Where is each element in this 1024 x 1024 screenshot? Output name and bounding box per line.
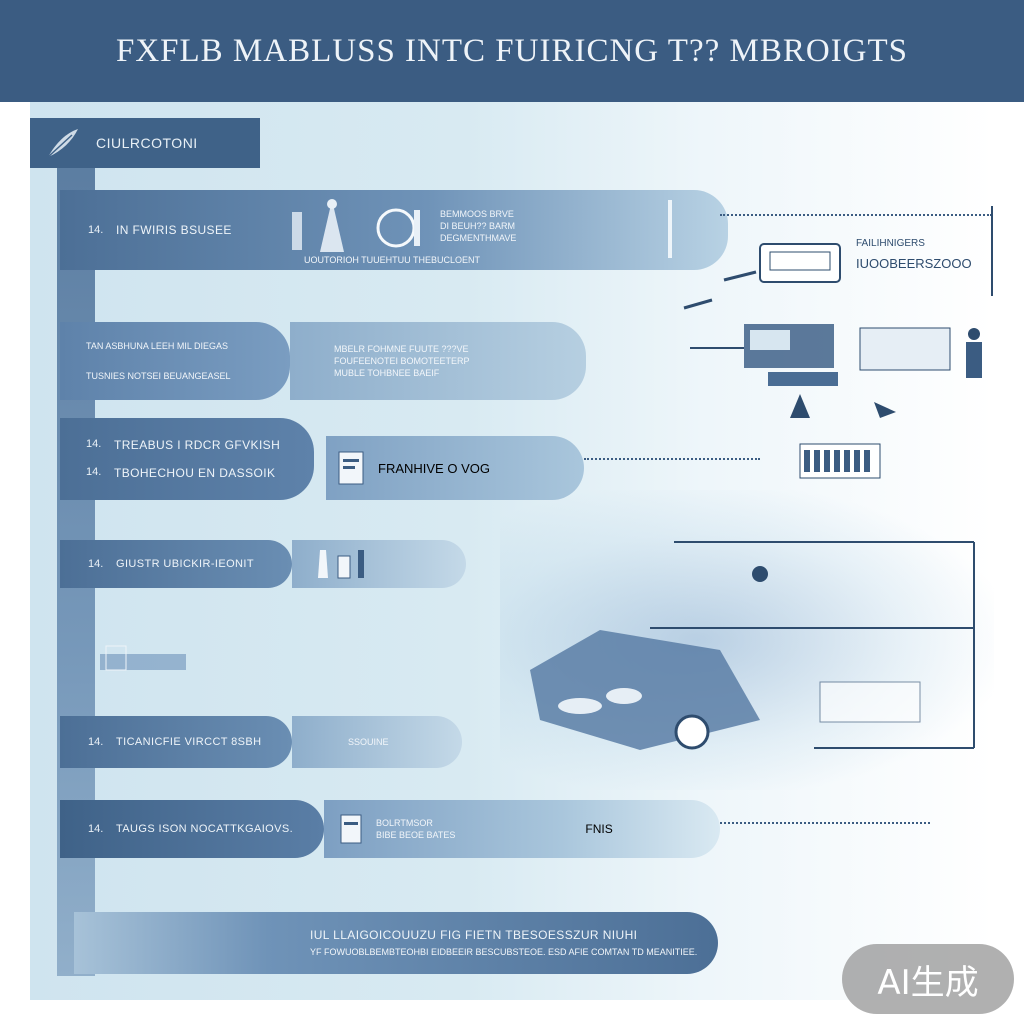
- detail-line: DI BEUH?? BARM: [440, 221, 516, 231]
- detail-line: BIBE BEOE BATES: [376, 830, 456, 840]
- item-label: TREABUS I RDCR GFVKISH: [114, 438, 281, 452]
- person-figure-icon: [292, 199, 420, 252]
- item-label: TAN ASBHUNA LEEH MIL DIEGAS: [86, 341, 229, 351]
- right-panel-notes: FAILIHNIGERS IUOOBEERSZOOO: [856, 238, 972, 271]
- feather-icon: [47, 129, 78, 158]
- item-number: 14.: [86, 438, 102, 450]
- detail-line: BEMMOOS BRVE: [440, 209, 514, 219]
- section-tag: CIULRCOTONI: [30, 118, 260, 168]
- detail-pill: BOLRTMSOR BIBE BEOE BATES FNIS: [324, 800, 720, 858]
- vehicle-illustration: [530, 541, 975, 750]
- building-icon: [100, 645, 186, 671]
- list-item: 14. GIUSTR UBICKIR-IEONIT: [60, 540, 292, 588]
- connector-bar: [668, 200, 672, 258]
- item-number: 14.: [88, 823, 104, 835]
- detail-line: DEGMENTHMAVE: [440, 233, 517, 243]
- list-item: 14. IN FWIRIS BSUSEE BEMMOOS BRVE DI BEU…: [60, 190, 728, 270]
- item-label: IN FWIRIS BSUSEE: [116, 223, 232, 237]
- item-details: BEMMOOS BRVE DI BEUH?? BARM DEGMENTHMAVE: [440, 208, 516, 244]
- decorative-wash: [500, 490, 994, 790]
- item-number: 14.: [88, 558, 104, 570]
- footer-line: YF FOWUOBLBEMBTEOHBI EIDBEEIR BESCUBSTEO…: [310, 947, 698, 957]
- panel-note: IUOOBEERSZOOO: [856, 256, 972, 271]
- connector-dotted: [720, 214, 992, 216]
- item-number: 14.: [88, 224, 104, 236]
- document-icon: [340, 814, 362, 844]
- detail-line: SSOUINE: [348, 737, 389, 747]
- list-item: TAN ASBHUNA LEEH MIL DIEGAS TUSNIES NOTS…: [60, 322, 290, 400]
- connector-dotted: [720, 822, 930, 824]
- detail-pill: MBELR FOHMNE FUUTE ???VE FOUFEENOTEI BOM…: [290, 322, 586, 400]
- detail-line: FNIS: [585, 822, 613, 836]
- footer-row: IUL LLAIGOICOUUZU FIG FIETN TBESOESSZUR …: [74, 912, 718, 974]
- section-label: CIULRCOTONI: [96, 135, 198, 151]
- panel-note: FAILIHNIGERS: [856, 238, 925, 249]
- machinery-illustration: [683, 206, 993, 479]
- item-number: 14.: [88, 736, 104, 748]
- detail-pill: SSOUINE: [292, 716, 462, 768]
- detail-pill: FRANHIVE O VOG: [326, 436, 584, 500]
- detail-pill: [292, 540, 466, 588]
- item-number: 14.: [86, 466, 102, 478]
- detail-line: MUBLE TOHBNEE BAEIF: [334, 368, 440, 378]
- connector-dotted: [584, 458, 760, 460]
- page-title: FXFLB MABLUSS INTC FUIRICNG T?? MBROIGTS: [115, 32, 909, 69]
- detail-line: MBELR FOHMNE FUUTE ???VE: [334, 344, 469, 354]
- item-label: TICANICFIE VIRCCT 8SBH: [116, 736, 262, 748]
- detail-line: FRANHIVE O VOG: [378, 460, 490, 476]
- item-label: TBOHECHOU EN DASSOIK: [114, 466, 276, 480]
- item-caption: UOUTORIOH TUUEHTUU THEBUCLOENT: [304, 255, 481, 265]
- item-label: TAUGS ISON NOCATTKGAIOVS.: [116, 823, 294, 835]
- detail-line: BOLRTMSOR: [376, 818, 433, 828]
- item-label: TUSNIES NOTSEI BEUANGEASEL: [86, 371, 231, 381]
- footer-line: IUL LLAIGOICOUUZU FIG FIETN TBESOESSZUR …: [310, 928, 638, 942]
- document-icon: [338, 451, 364, 485]
- item-label: GIUSTR UBICKIR-IEONIT: [116, 558, 254, 570]
- header-banner: FXFLB MABLUSS INTC FUIRICNG T?? MBROIGTS: [0, 0, 1024, 102]
- list-item: 14. TREABUS I RDCR GFVKISH 14. TBOHECHOU…: [60, 418, 314, 500]
- list-item: 14. TICANICFIE VIRCCT 8SBH: [60, 716, 292, 768]
- bottle-icon: [318, 550, 364, 579]
- list-item: 14. TAUGS ISON NOCATTKGAIOVS.: [60, 800, 324, 858]
- ai-generated-badge: AI生成: [842, 944, 1014, 1014]
- detail-line: FOUFEENOTEI BOMOTEETERP: [334, 356, 470, 366]
